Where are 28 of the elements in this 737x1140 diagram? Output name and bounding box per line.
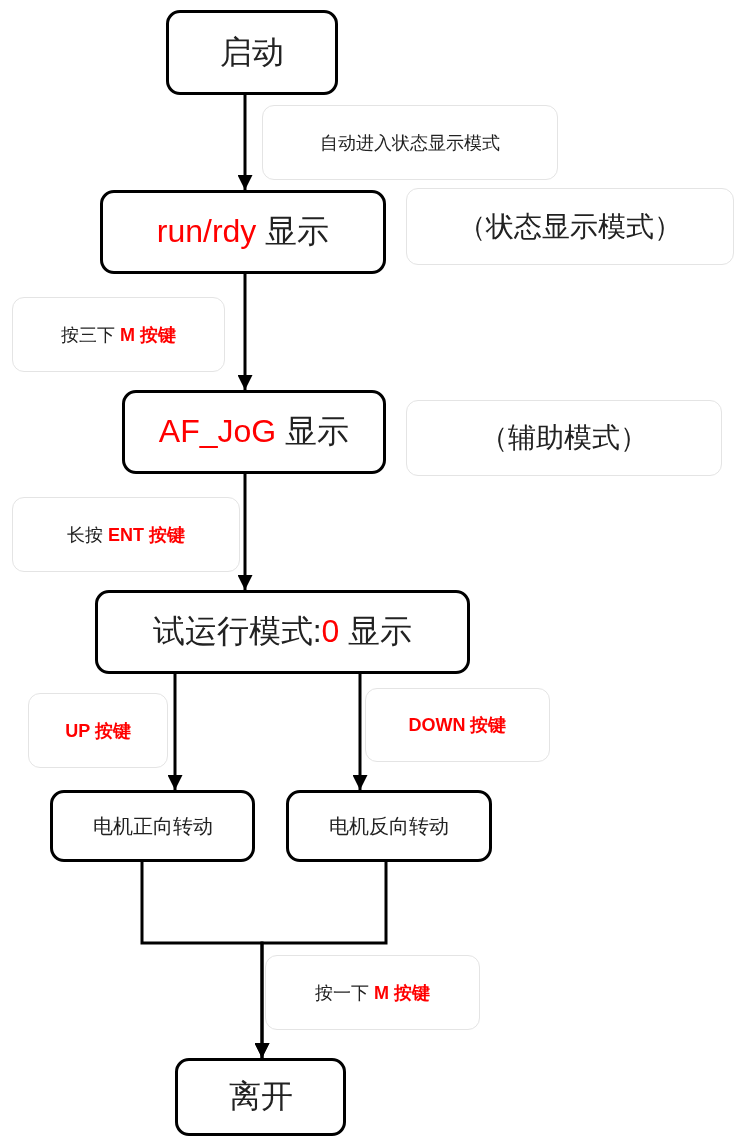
arrow (237, 274, 253, 390)
edge-label: 按三下 M 按键 (12, 297, 225, 372)
node-text: 试运行模式:0 显示 (152, 612, 413, 651)
edge-label: 长按 ENT 按键 (12, 497, 240, 572)
arrow (237, 474, 253, 590)
process-box (122, 390, 386, 474)
node-text: run/rdy 显示 (156, 212, 330, 251)
arrow (237, 95, 253, 190)
mode-note: （辅助模式） (406, 400, 722, 476)
edge-label: DOWN 按键 (365, 688, 550, 762)
edge-label: UP 按键 (28, 693, 168, 768)
arrow (352, 674, 368, 790)
edge-label: 按一下 M 按键 (265, 955, 480, 1030)
edge-label: 自动进入状态显示模式 (262, 105, 558, 180)
arrow (254, 862, 388, 1058)
mode-note: （状态显示模式） (406, 188, 734, 265)
process-box (95, 590, 470, 674)
process-box (50, 790, 255, 862)
node-text: 电机反向转动 (329, 813, 449, 839)
node-text: 离开 (228, 1077, 293, 1116)
node-text: 电机正向转动 (92, 813, 213, 839)
node-text: 启动 (220, 32, 284, 72)
process-box (166, 10, 338, 95)
process-box (175, 1058, 346, 1136)
process-box (286, 790, 492, 862)
process-box (100, 190, 386, 274)
arrow (167, 674, 183, 790)
node-text: AF_JoG 显示 (158, 412, 350, 451)
